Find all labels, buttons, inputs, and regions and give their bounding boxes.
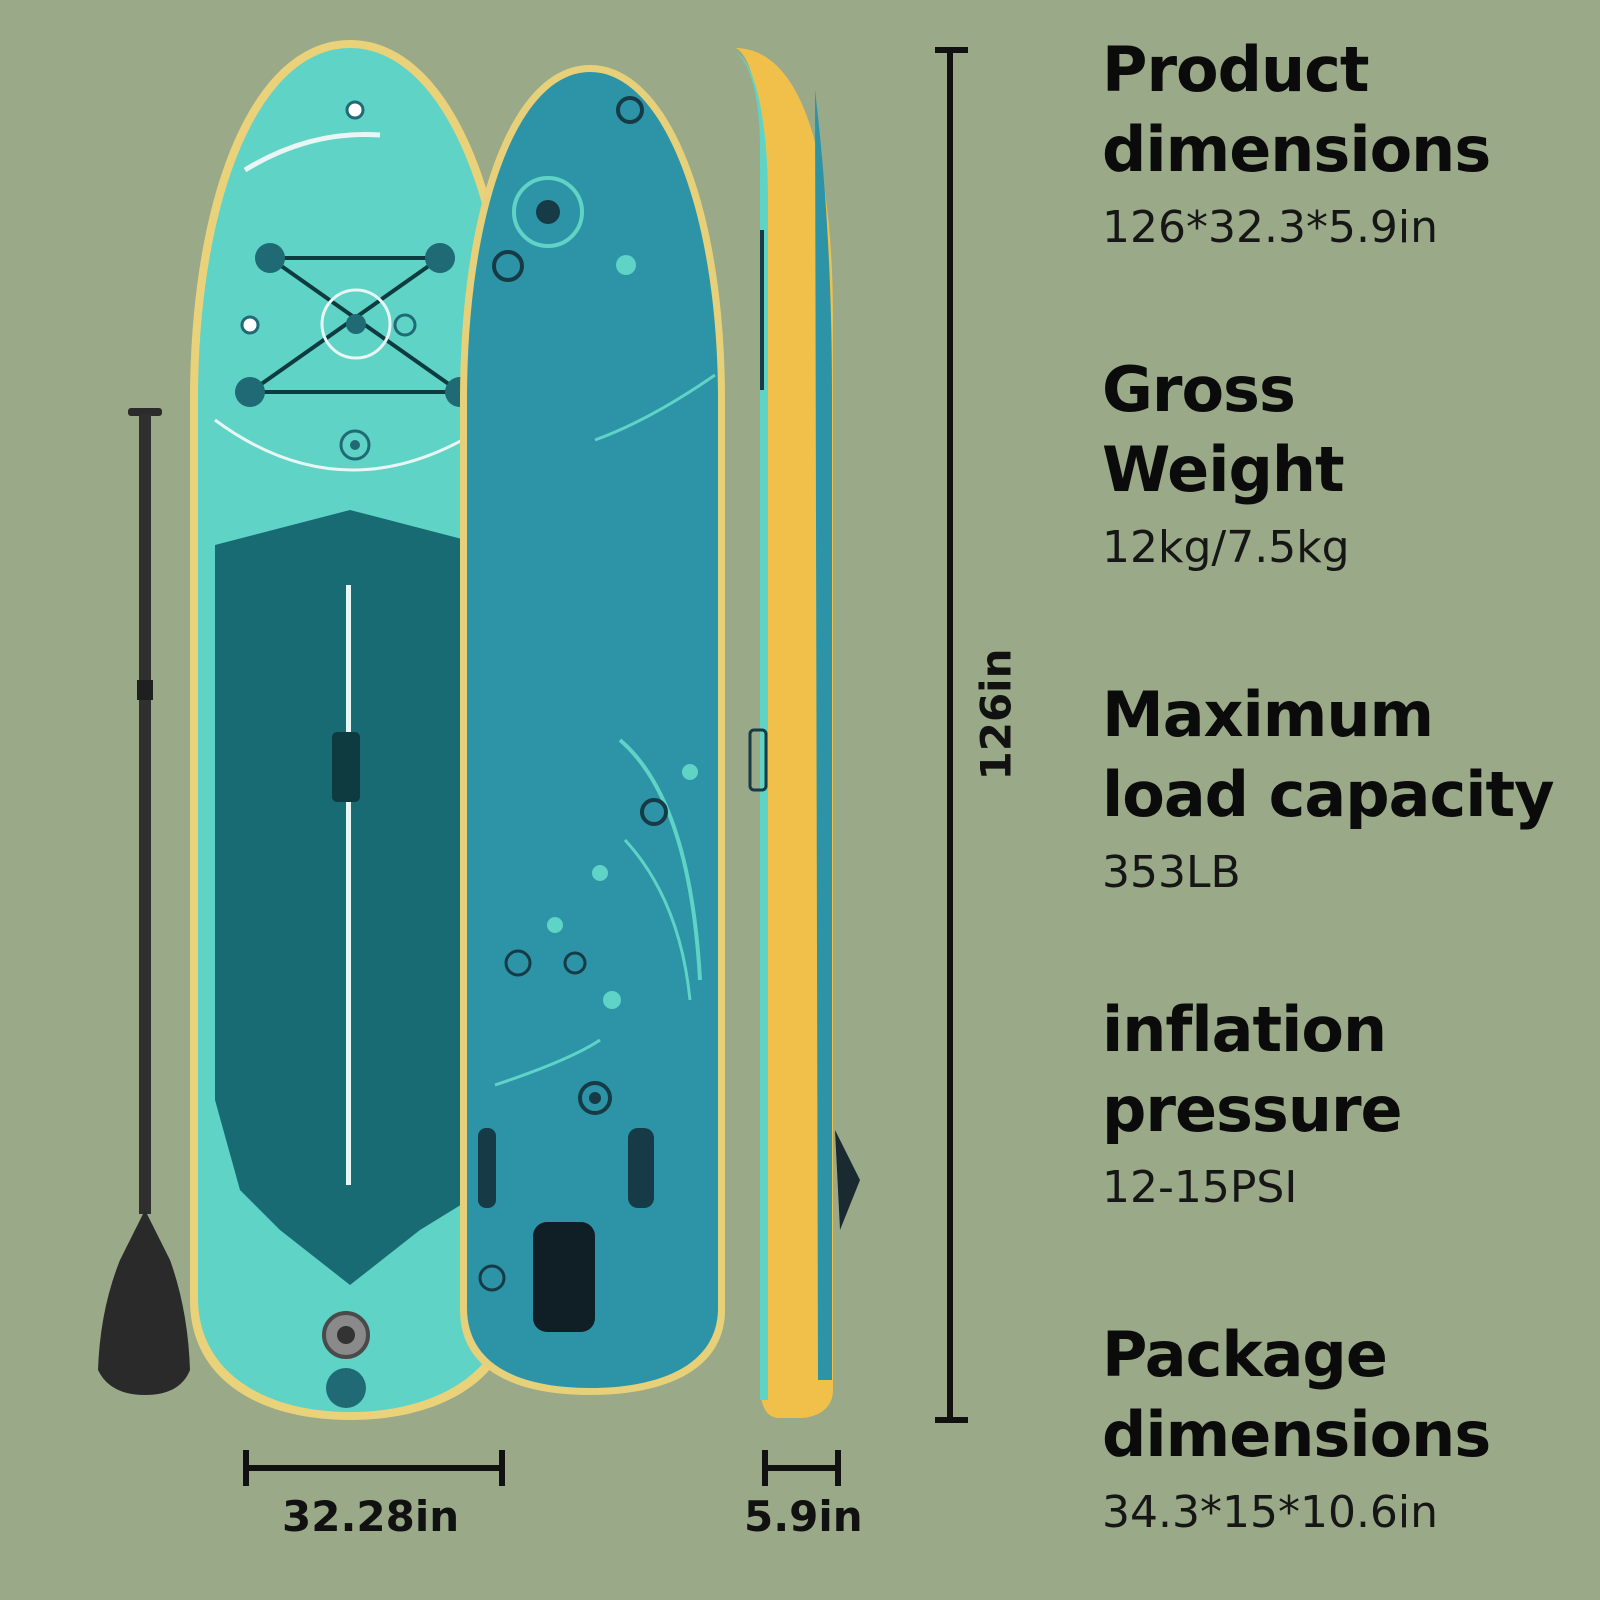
spec-title-line: inflation [1102, 993, 1387, 1066]
spec-gross-weight: Gross Weight 12kg/7.5kg [1102, 350, 1582, 580]
spec-title-line: Product [1102, 33, 1370, 106]
spec-max-load: Maximum load capacity 353LB [1102, 675, 1582, 905]
spec-title: inflation pressure [1102, 990, 1582, 1150]
spec-title-line: Weight [1102, 433, 1345, 506]
spec-title: Product dimensions [1102, 30, 1582, 190]
length-dimension-line [935, 47, 968, 1423]
thickness-dimension-line [762, 1450, 841, 1486]
spec-title: Gross Weight [1102, 350, 1582, 510]
spec-package-dimensions: Package dimensions 34.3*15*10.6in [1102, 1315, 1582, 1545]
spec-value: 126*32.3*5.9in [1102, 202, 1439, 253]
spec-title: Maximum load capacity [1102, 675, 1582, 835]
spec-title-line: dimensions [1102, 113, 1491, 186]
spec-title-line: Maximum [1102, 678, 1434, 751]
board-top-view [190, 40, 515, 1420]
thickness-label: 5.9in [744, 1492, 863, 1541]
spec-title-line: load capacity [1102, 758, 1555, 831]
length-label: 126in [971, 648, 1021, 781]
paddle [98, 408, 190, 1395]
width-label: 32.28in [282, 1492, 460, 1541]
board-bottom-view [460, 65, 725, 1395]
spec-inflation-pressure: inflation pressure 12-15PSI [1102, 990, 1582, 1220]
spec-value: 34.3*15*10.6in [1102, 1487, 1439, 1538]
spec-title-line: pressure [1102, 1073, 1403, 1146]
spec-title: Package dimensions [1102, 1315, 1582, 1475]
spec-product-dimensions: Product dimensions 126*32.3*5.9in [1102, 30, 1582, 260]
spec-title-line: Package [1102, 1318, 1388, 1391]
spec-title-line: Gross [1102, 353, 1296, 426]
width-dimension-line [243, 1450, 505, 1486]
spec-value: 12kg/7.5kg [1102, 522, 1350, 573]
spec-value: 12-15PSI [1102, 1162, 1298, 1213]
board-side-view [735, 48, 860, 1418]
spec-title-line: dimensions [1102, 1398, 1491, 1471]
spec-value: 353LB [1102, 847, 1241, 898]
